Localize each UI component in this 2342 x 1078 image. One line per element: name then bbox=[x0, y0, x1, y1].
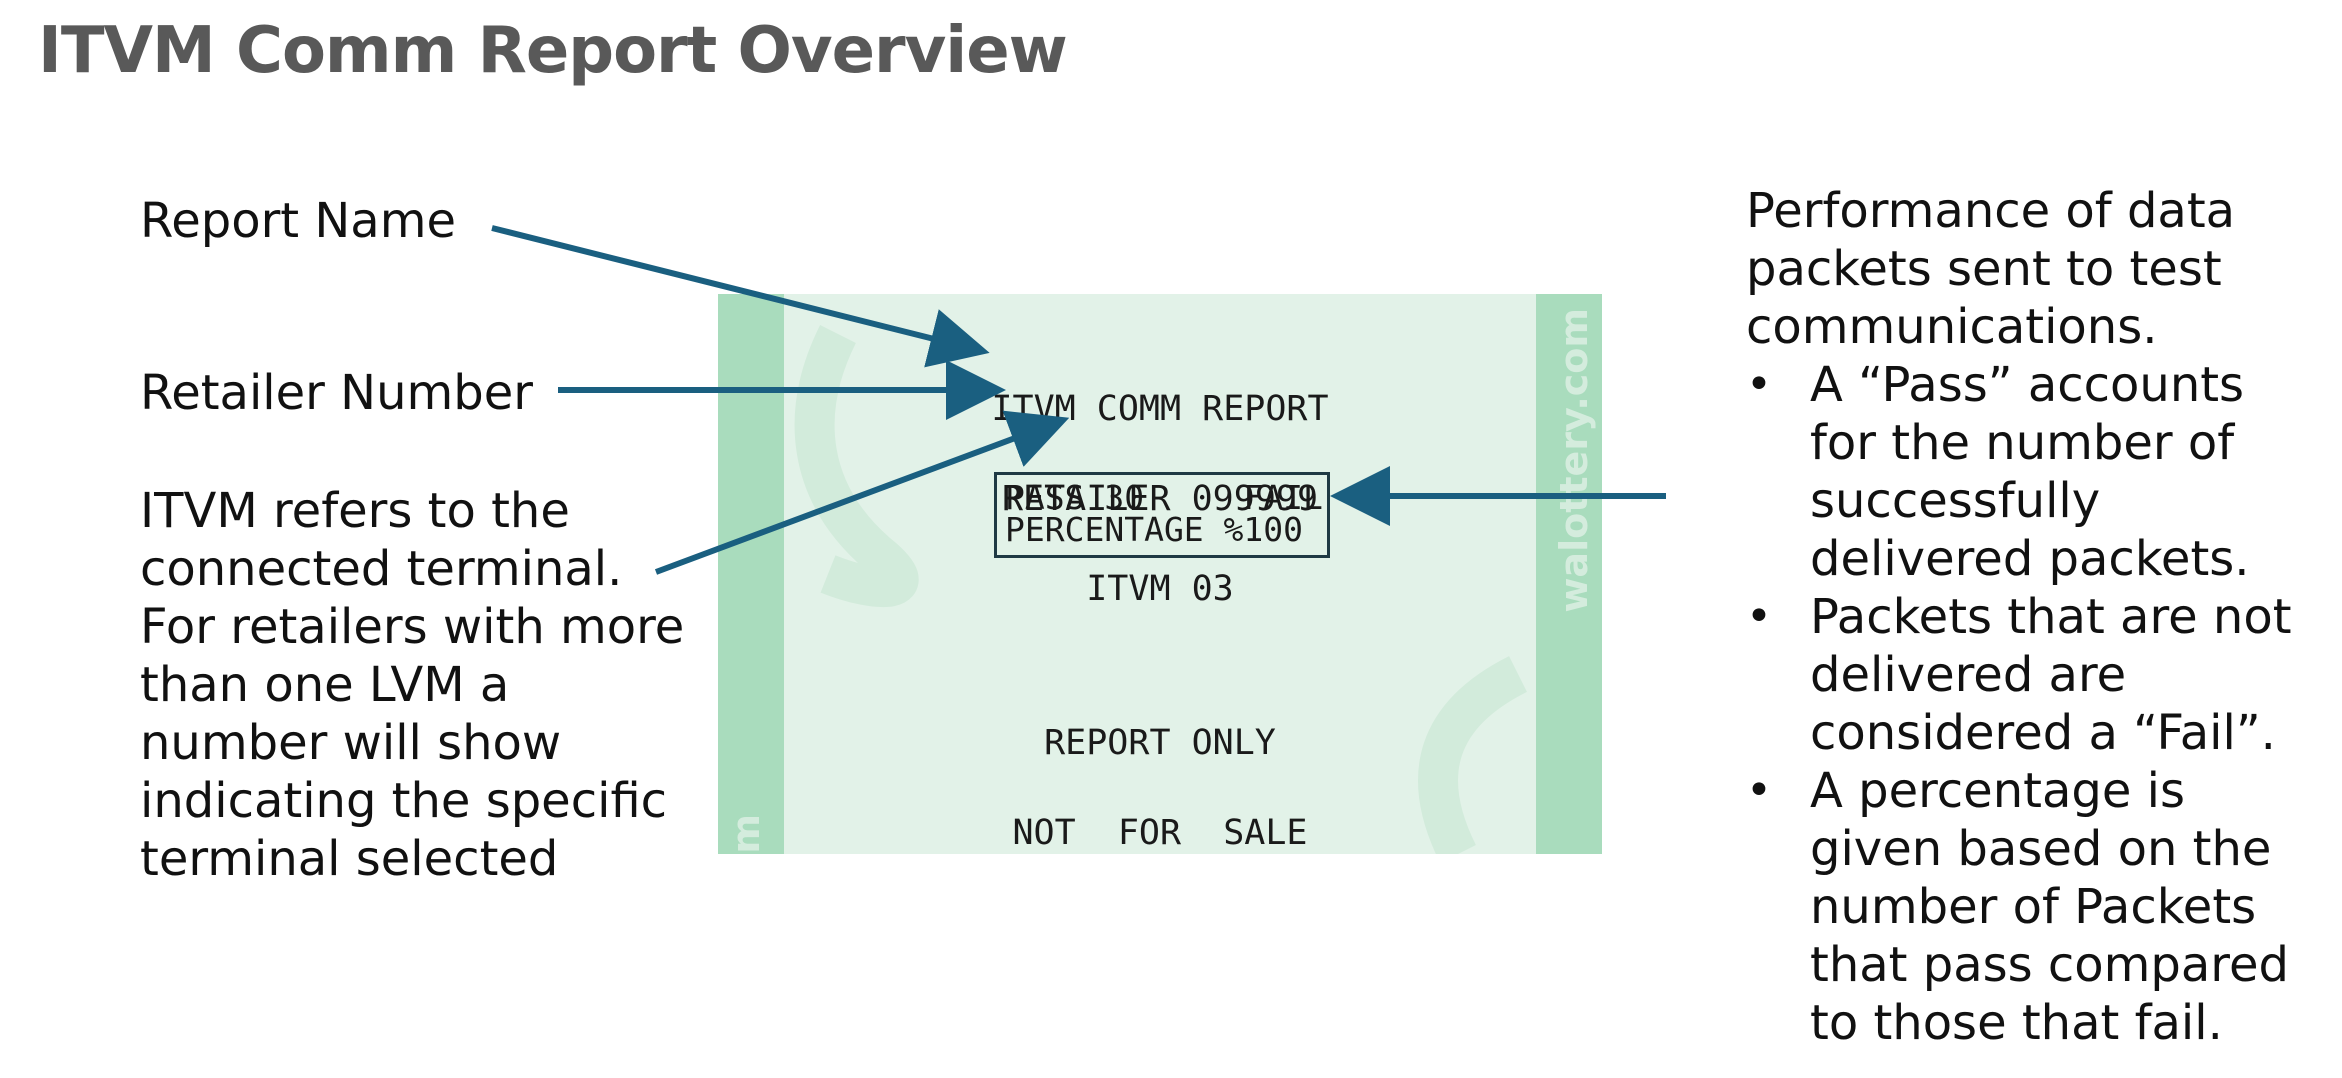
bullet-line: delivered packets. bbox=[1810, 531, 2250, 587]
itvm-desc-line: connected terminal. bbox=[140, 541, 623, 597]
ticket-band-right bbox=[1536, 294, 1602, 854]
performance-intro-line: Performance of data bbox=[1746, 183, 2236, 239]
callout-itvm-description: ITVM refers to the connected terminal. F… bbox=[140, 482, 684, 888]
bullet-dot: • bbox=[1746, 591, 1772, 642]
bullet-percentage: • A percentage is given based on the num… bbox=[1746, 762, 2292, 1052]
ticket-retailer-number: RETAILER 099999 bbox=[1001, 479, 1319, 519]
bullet-line: A percentage is bbox=[1810, 763, 2185, 819]
ticket-itvm-number: ITVM 03 bbox=[1086, 569, 1234, 609]
page-title: ITVM Comm Report Overview bbox=[38, 14, 1068, 88]
bullet-dot: • bbox=[1746, 359, 1772, 410]
bullet-fail: • Packets that are not delivered are con… bbox=[1746, 588, 2292, 762]
ticket-percentage: PERCENTAGE %100 bbox=[1005, 510, 1304, 549]
performance-intro-line: packets sent to test bbox=[1746, 241, 2222, 297]
performance-intro-line: communications. bbox=[1746, 299, 2158, 355]
itvm-desc-line: ITVM refers to the bbox=[140, 483, 570, 539]
arrow-report-name bbox=[491, 225, 990, 368]
bullet-dot: • bbox=[1746, 765, 1772, 816]
ticket-not-for-sale: NOT FOR SALE bbox=[1012, 813, 1308, 853]
swirl-top-left bbox=[794, 325, 919, 608]
bullet-line: that pass compared bbox=[1810, 937, 2289, 993]
bullet-line: considered a “Fail”. bbox=[1810, 705, 2276, 761]
callout-report-name: Report Name bbox=[140, 193, 456, 249]
callout-retailer-number: Retailer Number bbox=[140, 365, 533, 421]
ticket-footer: REPORT ONLY NOT FOR SALE bbox=[718, 668, 1602, 854]
bullet-line: given based on the bbox=[1810, 821, 2272, 877]
bullet-line: delivered are bbox=[1810, 647, 2127, 703]
swirl-bottom-right bbox=[1418, 656, 1528, 854]
bullet-pass: • A “Pass” accounts for the number of su… bbox=[1746, 356, 2292, 588]
performance-explanation: Performance of data packets sent to test… bbox=[1746, 182, 2292, 1052]
itvm-desc-line: than one LVM a bbox=[140, 657, 510, 713]
itvm-desc-line: For retailers with more bbox=[140, 599, 685, 655]
itvm-desc-line: number will show bbox=[140, 715, 562, 771]
itvm-desc-line: terminal selected bbox=[140, 831, 559, 887]
bullet-line: A “Pass” accounts bbox=[1810, 357, 2245, 413]
ticket-stats-box: PASS 30 FAIL 0 PERCENTAGE %100 bbox=[994, 472, 1383, 558]
bullet-line: to those that fail. bbox=[1810, 995, 2223, 1051]
bullet-line: number of Packets bbox=[1810, 879, 2257, 935]
ticket-report-only: REPORT ONLY bbox=[1044, 723, 1276, 763]
ticket-swirl-decoration bbox=[794, 325, 1528, 854]
arrow-itvm bbox=[654, 410, 1070, 575]
bullet-line: Packets that are not bbox=[1810, 589, 2292, 645]
bullet-line: for the number of bbox=[1810, 415, 2235, 471]
itvm-desc-line: indicating the specific bbox=[140, 773, 668, 829]
bullet-line: successfully bbox=[1810, 473, 2101, 529]
